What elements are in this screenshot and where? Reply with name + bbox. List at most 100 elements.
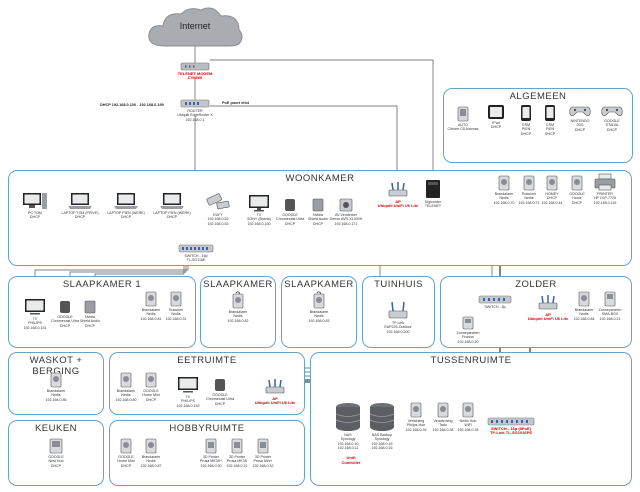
desktop-pc-icon bbox=[23, 193, 47, 209]
smoke-alarm-icon bbox=[578, 291, 590, 307]
device-google-home-mini-hobby: GOOGLE Home Mini DHCP bbox=[106, 438, 146, 468]
speaker-icon bbox=[339, 198, 353, 212]
device-sma-box: Zonnepanelen SMA-BOX 192.168.0.21 bbox=[590, 291, 630, 321]
device-laptop-fien: LAPTOP FIEN (WERK) DHCP bbox=[152, 192, 192, 220]
gamepad-icon bbox=[569, 106, 591, 117]
room-title: TUSSENRUIMTE bbox=[430, 355, 512, 366]
smart-speaker-icon bbox=[571, 175, 583, 191]
smoke-alarm-icon bbox=[120, 372, 132, 388]
ap-eetruimte: AP Ubiquiti UniFi U6 Lite bbox=[252, 378, 298, 406]
smoke-alarm-icon bbox=[498, 175, 510, 191]
device-nest-hub: GOOGLE Nest Hub DHCP bbox=[36, 438, 76, 468]
ap-zolder: AP Ubiquiti UniFi U6 Lite bbox=[525, 294, 571, 322]
room-title: ALGEMEEN bbox=[509, 91, 567, 102]
room-title: WOONKAMER bbox=[285, 173, 355, 184]
telenet-modem: TELENET MODEM CV8560 bbox=[175, 62, 215, 81]
inverter-icon bbox=[604, 291, 616, 307]
access-point-icon bbox=[388, 301, 408, 319]
room-title: SLAAPKAMER 1 bbox=[62, 279, 142, 290]
device-chromecast-slaapkamer: GOOGLE Chromecast Ultra DHCP bbox=[45, 300, 85, 328]
phone-icon bbox=[545, 105, 555, 121]
tv-icon bbox=[178, 377, 198, 393]
laptop-icon bbox=[68, 193, 92, 209]
laptop-icon bbox=[160, 193, 184, 209]
room-zolder: ZOLDER bbox=[440, 276, 632, 348]
smart-speaker-icon bbox=[145, 372, 157, 388]
device-nvidia-slaapkamer: Nvidia Shield Audio DHCP bbox=[70, 300, 110, 328]
device-brandalarm-waskot: Brandalarm Nedis 192.168.0.86 bbox=[36, 372, 76, 402]
thermostat-icon bbox=[437, 402, 449, 418]
device-gsm-fien: GSM FIEN DHCP bbox=[530, 104, 570, 136]
device-gsm-pien: GSM PIEN DHCP bbox=[506, 104, 546, 136]
printer-icon bbox=[594, 173, 616, 191]
device-nedis-hub: Nedis Hub WiFi 192.168.0.35 bbox=[448, 402, 488, 432]
phone-icon bbox=[521, 105, 531, 121]
chromecast-icon bbox=[285, 199, 295, 211]
switch-icon bbox=[487, 417, 535, 426]
poe-port-label: PoE poort eth4 bbox=[222, 101, 250, 105]
smart-speaker-icon bbox=[120, 438, 132, 454]
switch-tussenruimte: SWITCH - 16p (8PoE) TP-Link TL-SG1016PE bbox=[484, 417, 538, 436]
device-philips-hue: Verlichting Philips Hue 192.168.0.39 bbox=[396, 402, 436, 432]
smoke-alarm-icon bbox=[145, 291, 157, 307]
device-chromecast-eetruimte: GOOGLE Chromecast Ultra DHCP bbox=[200, 378, 240, 406]
gamepad-icon bbox=[601, 106, 623, 117]
access-point-icon bbox=[265, 379, 285, 394]
device-av-receiver: AV-Versterker Denon AVR-X1400H 192.168.0… bbox=[326, 198, 366, 226]
tv-icon bbox=[25, 299, 45, 315]
settop-box-icon bbox=[426, 180, 440, 198]
media-player-icon bbox=[84, 300, 96, 314]
device-google-home-mini-eetruimte: GOOGLE Home Mini DHCP bbox=[131, 372, 171, 402]
3d-printer-icon bbox=[231, 438, 243, 454]
device-brandalarm-hobby: Brandalarm Nedis 192.168.0.87 bbox=[131, 438, 171, 468]
device-brandalarm-slaapkamer2: Brandalarm Nedis 192.168.0.82 bbox=[218, 293, 258, 323]
device-tado: Verwarming Tado 192.168.0.38 bbox=[423, 402, 463, 432]
device-printer: PRINTER HP OJP-7725 192.168.0.115 bbox=[585, 173, 625, 205]
smoke-alarm-icon bbox=[145, 438, 157, 454]
room-title: EETRUIMTE bbox=[177, 355, 237, 366]
smoke-alarm-icon bbox=[232, 293, 244, 309]
device-nas-backup: NAS Backup Synology 192.168.0.15 192.168… bbox=[362, 402, 402, 450]
smoke-alarm-icon bbox=[523, 175, 535, 191]
device-tv-philips-slaapkamer: TV PHILIPS 192.168.0.151 bbox=[15, 298, 55, 330]
hub-icon bbox=[462, 402, 474, 418]
laptop-icon bbox=[114, 193, 138, 209]
room-title: ZOLDER bbox=[515, 279, 557, 290]
room-algemeen: ALGEMEEN bbox=[443, 88, 633, 163]
device-eufy: EUFY 192.168.0.52 192.168.0.53 bbox=[198, 188, 238, 226]
device-homey: HOMEY DHCP 192.168.0.44 bbox=[532, 175, 572, 205]
internet-cloud: Internet bbox=[143, 6, 247, 48]
device-rookmelder-slaapkamer1: Rokuken Nedis 192.168.0.31 bbox=[156, 291, 196, 321]
smoke-alarm-icon bbox=[313, 293, 325, 309]
access-point-icon bbox=[388, 182, 408, 197]
device-brandalarm-slaapkamer1: Brandalarm Nedis 192.168.0.81 bbox=[131, 291, 171, 321]
switch-woonkamer: SWITCH - 16p TL-SG116E bbox=[176, 244, 216, 263]
tv-icon bbox=[249, 195, 269, 212]
media-player-icon bbox=[312, 198, 324, 212]
chromecast-icon bbox=[60, 301, 70, 313]
device-nintendo: NINTENDO 2DS DHCP bbox=[560, 104, 600, 132]
device-digicorder: Digicorder TELENET bbox=[413, 179, 453, 209]
device-auto: AUTO Citroën C5 Aircross bbox=[443, 106, 483, 132]
smoke-alarm-icon bbox=[170, 291, 182, 307]
device-tv-sony: TV SONY (Bravia) 192.168.0.150 bbox=[239, 194, 279, 226]
device-brandalarm-zolder: Brandalarm Nedis 192.168.0.84 bbox=[564, 291, 604, 321]
device-brandalarm-eetruimte: Brandalarm Nedis 192.168.0.80 bbox=[106, 372, 146, 402]
cloud-icon bbox=[148, 7, 243, 47]
router: ROUTER Ubiquiti EdgeRouter X 192.168.0.1 bbox=[175, 99, 215, 122]
device-stadia: GOOGLE STADIA DHCP bbox=[592, 104, 632, 132]
room-title: TUINHUIS bbox=[374, 279, 423, 290]
room-title: KEUKEN bbox=[34, 423, 78, 434]
smoke-alarm-icon bbox=[50, 372, 62, 388]
nas-database-icon bbox=[335, 403, 361, 431]
room-slaapkamer-1: SLAAPKAMER 1 bbox=[8, 276, 196, 348]
device-3d-printer-3: 3D Printer Prusa Mini+ 192.168.0.32 bbox=[243, 438, 283, 468]
device-google-home: GOOGLE Home DHCP bbox=[557, 175, 597, 205]
device-nas: NAS Synology 192.168.0.10 192.168.0.11 bbox=[328, 402, 368, 450]
device-laptop-tom: LAPTOP TOM (PRIVE) DHCP bbox=[60, 192, 100, 220]
ap-woonkamer: AP Ubiquiti UniFi U6 Lite bbox=[375, 181, 421, 209]
device-ipad: IPad DHCP bbox=[476, 104, 516, 130]
camera-icon bbox=[206, 193, 230, 210]
nas-database-icon bbox=[369, 403, 395, 431]
device-3d-printer-1: 3D Printer Prusa MK3S+ 192.168.0.30 bbox=[191, 438, 231, 468]
